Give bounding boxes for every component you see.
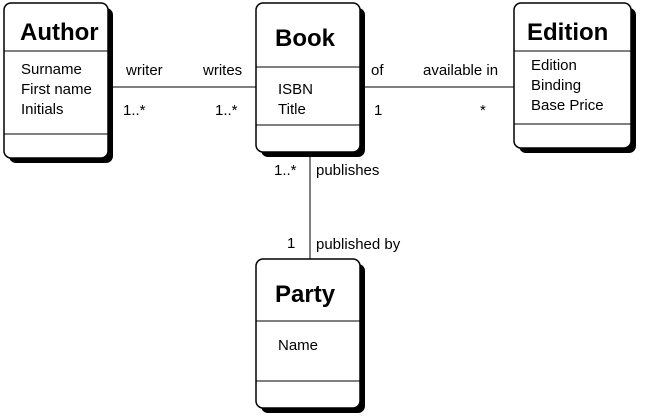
mult-author-end: 1..* bbox=[123, 102, 146, 119]
class-author-attr-3: Initials bbox=[21, 101, 64, 118]
mult-edition-end: * bbox=[480, 102, 486, 119]
class-author-attr-1: Surname bbox=[21, 61, 82, 78]
class-book-name: Book bbox=[275, 25, 336, 52]
class-party-attr-1: Name bbox=[278, 337, 318, 354]
class-author[interactable]: Author Surname First name Initials bbox=[3, 2, 113, 163]
class-book-attr-2: Title bbox=[278, 101, 306, 118]
class-author-name: Author bbox=[20, 19, 99, 46]
class-edition-attr-1: Edition bbox=[531, 57, 577, 74]
role-of: of bbox=[371, 62, 384, 79]
role-writes: writes bbox=[202, 62, 242, 79]
role-writer: writer bbox=[125, 62, 163, 79]
class-author-attr-2: First name bbox=[21, 81, 92, 98]
class-edition-attr-2: Binding bbox=[531, 77, 581, 94]
class-party[interactable]: Party Name bbox=[255, 258, 365, 413]
mult-book-writes-end: 1..* bbox=[215, 102, 238, 119]
mult-party-end: 1 bbox=[287, 235, 295, 252]
role-publishes: publishes bbox=[316, 162, 379, 179]
class-edition[interactable]: Edition Edition Binding Base Price bbox=[513, 2, 636, 153]
role-published-by: published by bbox=[316, 236, 401, 253]
class-edition-attr-3: Base Price bbox=[531, 97, 604, 114]
mult-book-of-end: 1 bbox=[374, 102, 382, 119]
class-book[interactable]: Book ISBN Title bbox=[255, 2, 365, 157]
class-party-name: Party bbox=[275, 281, 336, 308]
role-available-in: available in bbox=[423, 62, 498, 79]
class-edition-name: Edition bbox=[527, 19, 608, 46]
class-book-attr-1: ISBN bbox=[278, 81, 313, 98]
mult-book-publishes-end: 1..* bbox=[274, 162, 297, 179]
